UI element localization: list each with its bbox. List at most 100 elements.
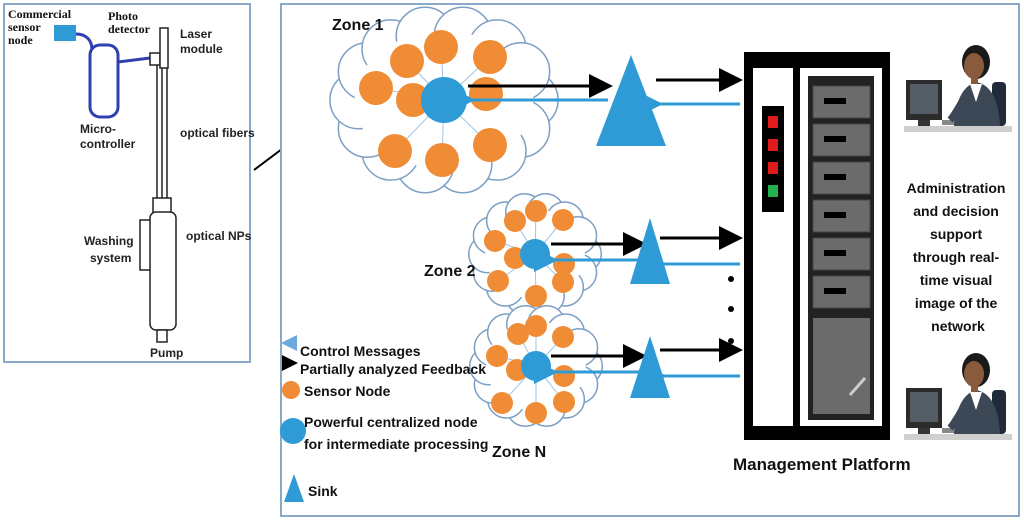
legend-central-node-icon [280, 418, 306, 444]
sensor-node [552, 209, 574, 231]
legend-sink: Sink [308, 483, 338, 499]
person-arm [947, 96, 968, 123]
optical-fibers-label: optical fibers [180, 126, 255, 140]
ellipsis-dot-3 [728, 338, 734, 344]
sensor-node [553, 391, 575, 413]
monitor-stand [918, 428, 930, 434]
sensor-node [390, 44, 424, 78]
desk [904, 126, 1012, 132]
drive-slot [824, 250, 846, 256]
led-indicator [768, 162, 778, 174]
sensor-node [525, 315, 547, 337]
controller-wire [117, 56, 151, 64]
sensor-device-panel: Commercial sensor node Photo detector La… [3, 3, 255, 363]
legend-sensor-node-icon [282, 381, 300, 399]
central-node [521, 351, 551, 381]
rack-drives [812, 85, 871, 309]
zone-label: Zone N [492, 444, 546, 461]
microcontroller-box [88, 43, 120, 119]
sensor-node [473, 128, 507, 162]
commercial-sensor-node-box [54, 25, 76, 41]
sink-node [630, 336, 670, 398]
monitor-screen [910, 84, 938, 114]
management-platform-label: Management Platform [733, 455, 911, 474]
sensor-node [491, 392, 513, 414]
person-body [954, 390, 1000, 434]
led-indicator [768, 139, 778, 151]
rack-lower-unit [813, 318, 870, 414]
sensor-node [525, 402, 547, 424]
drive-slot [824, 174, 846, 180]
monitor-stand [918, 120, 930, 126]
sensor-node [469, 77, 503, 111]
central-node [520, 239, 550, 269]
sensor-node [487, 270, 509, 292]
sensor-node [504, 210, 526, 232]
rack-lower-highlight [848, 377, 867, 396]
shirt-collar [970, 392, 982, 410]
sensor-node [378, 134, 412, 168]
sensor-node [425, 143, 459, 177]
pump-label: Pump [150, 346, 183, 360]
person-body [954, 82, 1000, 126]
management-platform-rack [744, 52, 890, 440]
sensor-node [552, 271, 574, 293]
washing-system-label: Washing system [84, 234, 137, 265]
laser-module-box [159, 27, 169, 69]
sensor-node [473, 40, 507, 74]
legend-sensor-node: Sensor Node [304, 383, 391, 399]
zone-label: Zone 1 [332, 17, 384, 34]
drive-slot [824, 212, 846, 218]
zone-label: Zone 2 [424, 263, 476, 280]
legend: Control Messages Partially analyzed Feed… [280, 335, 488, 502]
sensor-node [424, 30, 458, 64]
zone-3: Zone N [468, 304, 743, 461]
zone-2: Zone 2 [424, 192, 743, 316]
led-indicator [768, 185, 778, 197]
legend-sink-icon [284, 474, 304, 502]
sensor-node [552, 326, 574, 348]
monitor-screen [910, 392, 938, 422]
drive-slot [824, 288, 846, 294]
legend-control-messages: Control Messages [300, 343, 421, 359]
led-indicators [768, 116, 778, 197]
person-neck [971, 385, 978, 392]
photo-detector-label: Photo detector [108, 9, 151, 36]
person-face [964, 53, 984, 79]
central-node [421, 77, 467, 123]
person-arm [947, 404, 968, 431]
legend-central-node: Powerful centralized node for intermedia… [304, 414, 488, 452]
commercial-sensor-node-label: Commercial sensor node [8, 7, 74, 47]
optical-nps-label: optical NPs [186, 229, 252, 243]
pump-base [156, 329, 168, 343]
sensor-node [396, 83, 430, 117]
drive-slot [824, 98, 846, 104]
sensor-node [525, 285, 547, 307]
administrator-figure-top [904, 45, 1012, 132]
person-neck [971, 77, 978, 84]
sensor-node [525, 200, 547, 222]
ellipsis-dot-2 [728, 306, 734, 312]
led-indicator [768, 116, 778, 128]
sensor-node [553, 365, 575, 387]
laser-module-label: Laser module [180, 27, 223, 56]
drive-slot [824, 136, 846, 142]
pump-body [149, 211, 177, 331]
left-panel-frame [3, 3, 251, 363]
sensor-node [507, 323, 529, 345]
shirt-collar [970, 84, 982, 102]
sensor-node [484, 230, 506, 252]
legend-feedback: Partially analyzed Feedback [300, 361, 486, 377]
ellipsis-dot-1 [728, 276, 734, 282]
administrator-figure-bottom [904, 353, 1012, 440]
sink-node [630, 218, 670, 284]
zones-layer: Zone 1 Zone 2 Zone N [329, 6, 743, 461]
sensor-node [486, 345, 508, 367]
admin-description: Administration and decision support thro… [907, 180, 1010, 334]
microcontroller-label: Micro- controller [80, 122, 136, 151]
photo-detector-box [149, 52, 161, 66]
sink-node [596, 55, 666, 146]
person-face [964, 361, 984, 387]
led-strip [762, 106, 784, 212]
